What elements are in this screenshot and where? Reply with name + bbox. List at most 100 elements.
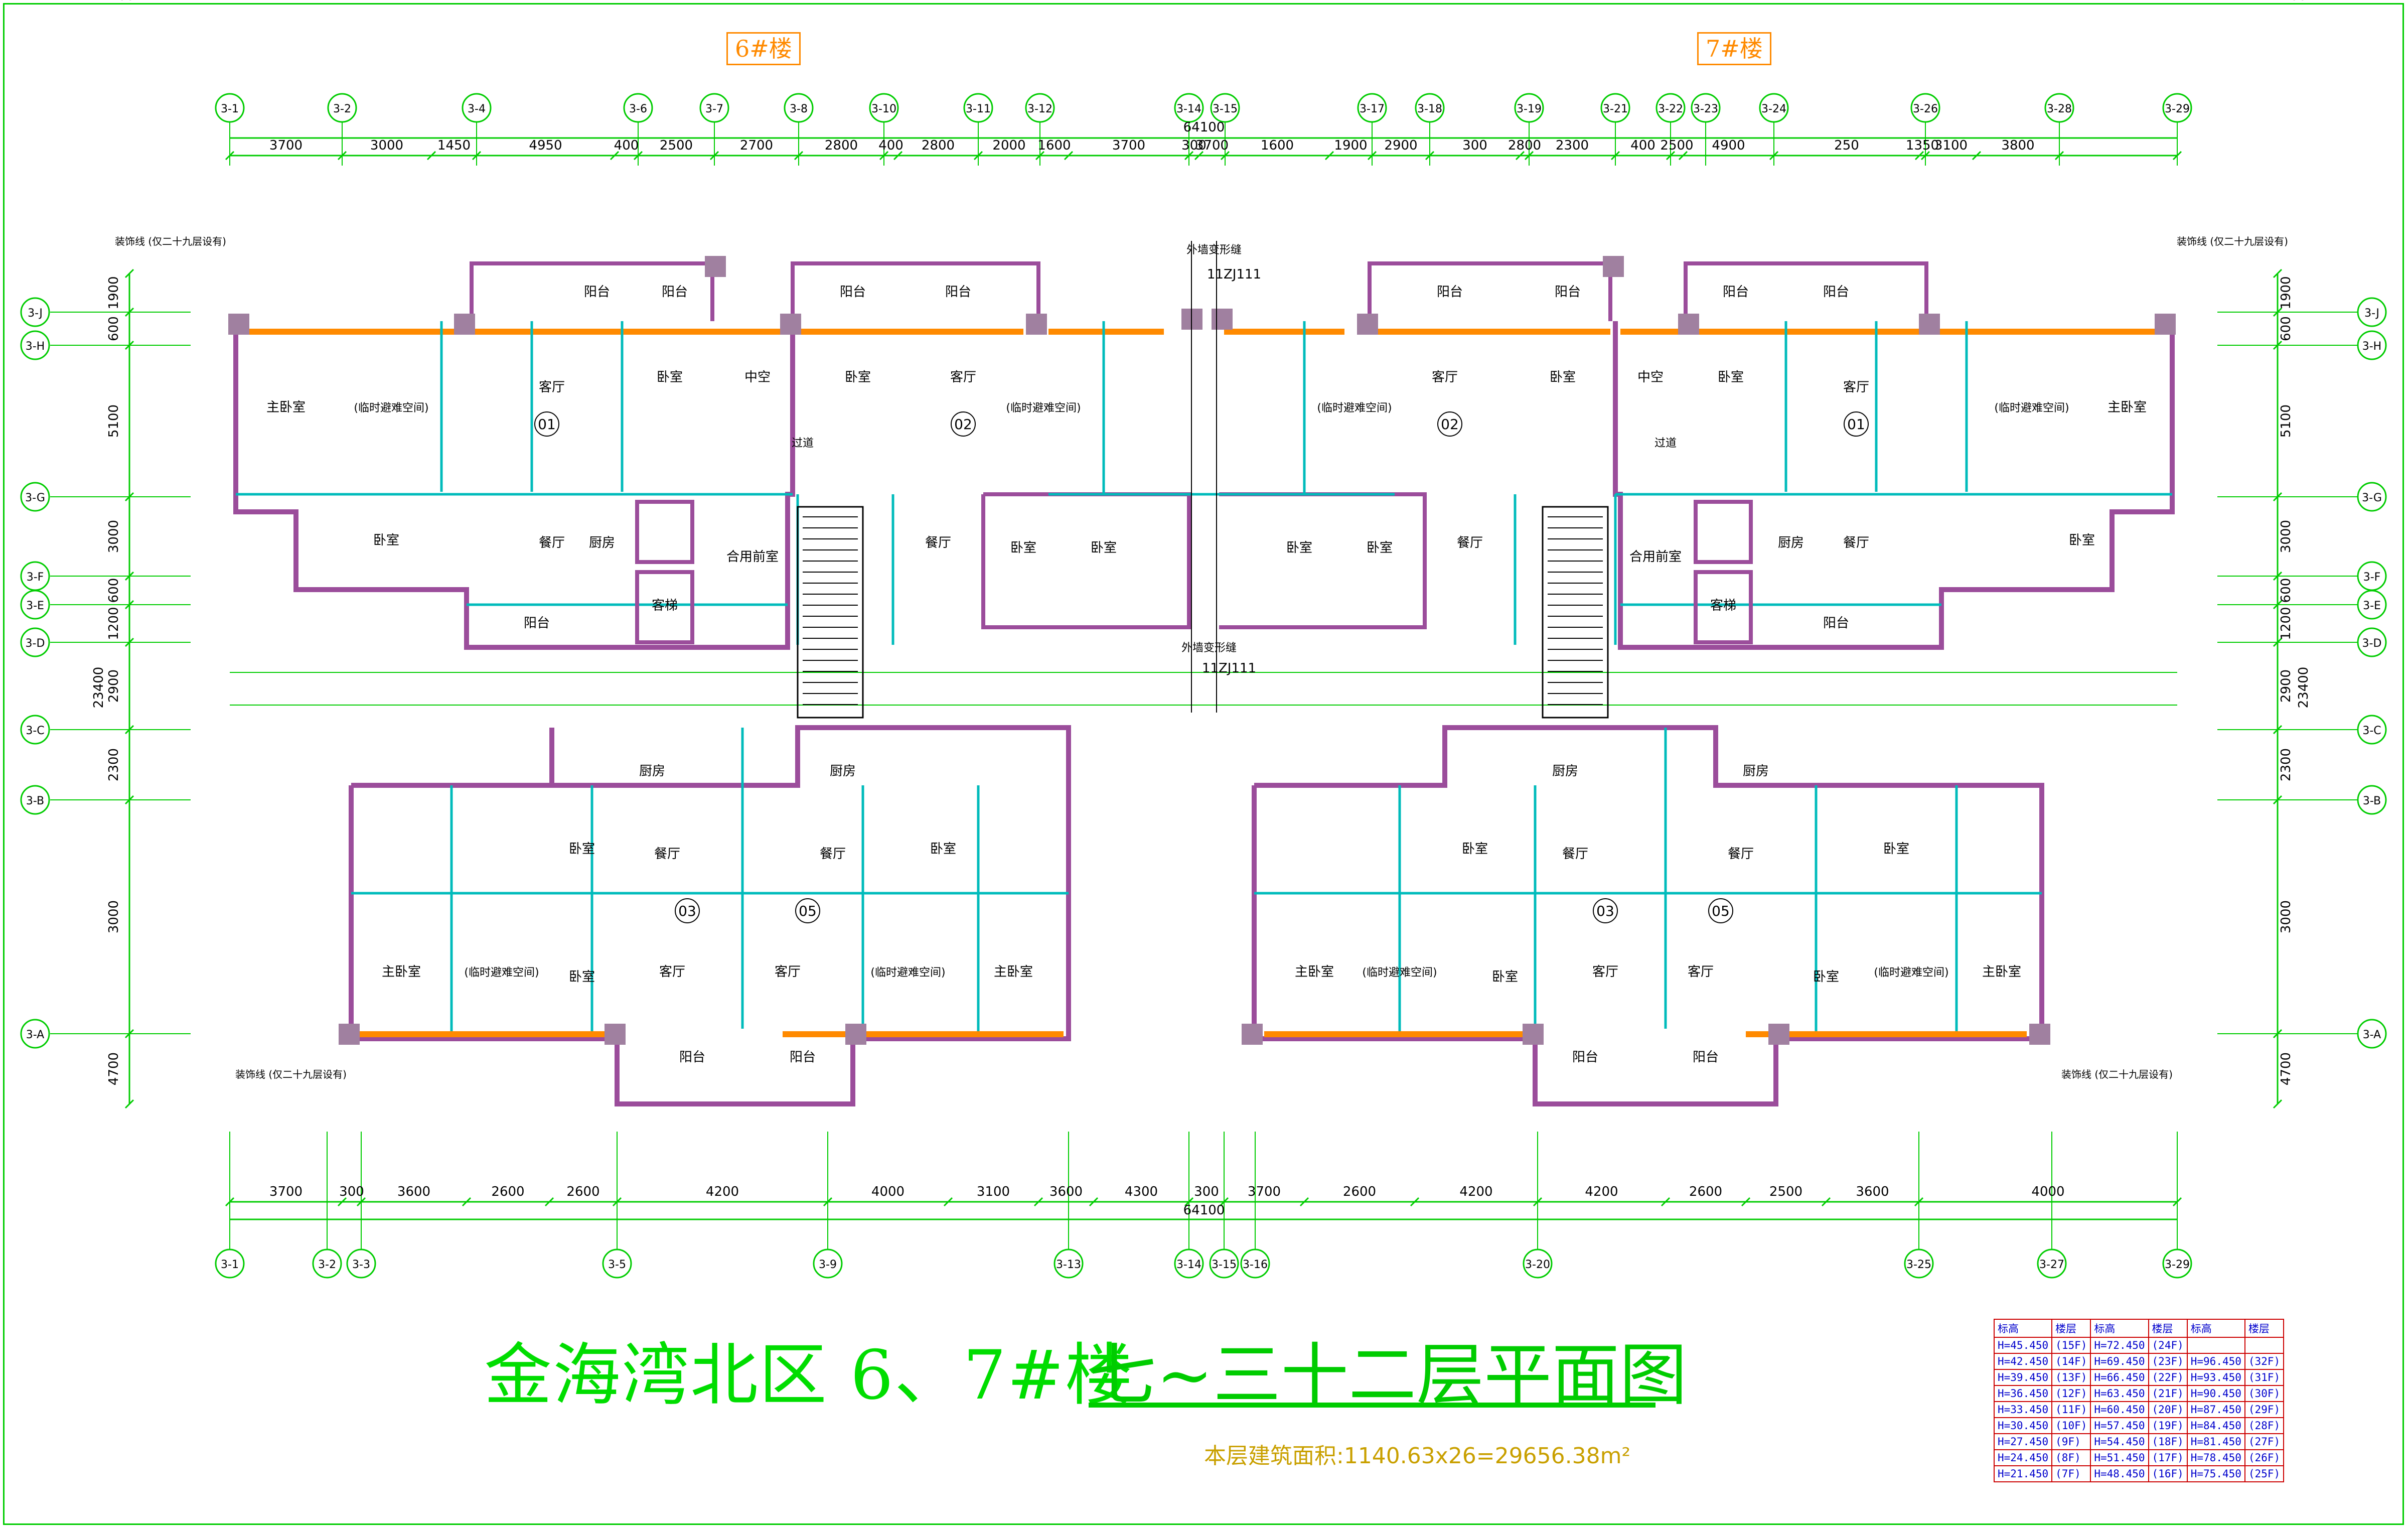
room-label: 阳台 bbox=[679, 1050, 705, 1065]
dim-tick bbox=[2273, 725, 2283, 735]
axis-label: 3-10 bbox=[871, 103, 896, 115]
room-label: 合用前室 bbox=[1629, 549, 1682, 565]
dim-tick bbox=[2273, 340, 2283, 350]
dim-tick bbox=[2172, 151, 2182, 161]
dim-tick bbox=[124, 492, 134, 502]
room-label: 卧室 bbox=[845, 370, 871, 385]
dim-value: 2300 bbox=[1556, 138, 1589, 153]
unit-bubble bbox=[1844, 411, 1869, 437]
column bbox=[1026, 314, 1047, 335]
shelter-label: (临时避难空间) bbox=[1362, 966, 1437, 979]
axis-label: 3-26 bbox=[1913, 103, 1938, 115]
table-cell: H=69.450 bbox=[2090, 1353, 2149, 1370]
dim-tick bbox=[2273, 795, 2283, 805]
dim-tick bbox=[124, 268, 134, 279]
dim-value: 1600 bbox=[1037, 138, 1071, 153]
unit-number: 03 bbox=[1596, 903, 1614, 919]
table-cell: H=36.450 bbox=[1993, 1385, 2053, 1402]
table-cell: (21F) bbox=[2148, 1385, 2188, 1402]
room-label: 厨房 bbox=[589, 535, 615, 550]
dim-value: 300 bbox=[1462, 138, 1487, 153]
title-underline bbox=[1089, 1403, 1656, 1408]
column bbox=[1768, 1024, 1789, 1045]
dim-tick bbox=[2273, 637, 2283, 647]
dim-tick bbox=[893, 151, 903, 161]
dim-value: 400 bbox=[614, 138, 639, 153]
dim-tick bbox=[2273, 307, 2283, 317]
corridor-label: 过道 bbox=[792, 437, 814, 450]
column bbox=[845, 1024, 866, 1045]
room-label: 客梯 bbox=[1710, 598, 1736, 613]
table-row: H=30.450(10F)H=57.450(19F)H=84.450(28F) bbox=[1993, 1417, 2285, 1434]
outline-unit01-left bbox=[233, 321, 795, 650]
room-label: 客厅 bbox=[775, 964, 801, 980]
wall-code: 11ZJ111 bbox=[1202, 661, 1256, 676]
room-label: 餐厅 bbox=[1457, 535, 1483, 550]
table-row: H=36.450(12F)H=63.450(21F)H=90.450(30F) bbox=[1993, 1385, 2285, 1402]
table-cell: (27F) bbox=[2244, 1433, 2285, 1450]
axis-label: 3-1 bbox=[221, 1259, 239, 1271]
table-cell: H=63.450 bbox=[2090, 1385, 2149, 1402]
dim-value: 3000 bbox=[2279, 900, 2294, 933]
table-cell: (20F) bbox=[2148, 1401, 2188, 1418]
table-cell: H=39.450 bbox=[1993, 1369, 2053, 1386]
dim-tick bbox=[2273, 571, 2283, 581]
axis-label: 3-E bbox=[26, 600, 44, 612]
room-label: 阳台 bbox=[1823, 616, 1849, 631]
window-strip bbox=[1224, 329, 1344, 335]
table-cell: 标高 bbox=[1993, 1319, 2053, 1338]
table-cell: (13F) bbox=[2051, 1369, 2091, 1386]
dim-tick bbox=[2273, 1029, 2283, 1039]
axis-label: 3-28 bbox=[2047, 103, 2072, 115]
room-label: 卧室 bbox=[1718, 370, 1744, 385]
column bbox=[1603, 256, 1624, 277]
dim-value: 1600 bbox=[1261, 138, 1294, 153]
axis-label: 3-14 bbox=[1176, 1259, 1201, 1271]
dim-value: 2900 bbox=[106, 669, 121, 703]
dim-value: 3100 bbox=[1934, 138, 1968, 153]
unit-bubble bbox=[1708, 898, 1733, 923]
drawing-title: 金海湾北区 6、7#楼 bbox=[484, 1336, 1134, 1415]
table-cell: H=87.450 bbox=[2186, 1401, 2245, 1418]
axis-label: 3-25 bbox=[1906, 1259, 1931, 1271]
dim-value: 250 bbox=[1834, 138, 1859, 153]
decor-note: 装饰线 (仅二十九层设有) bbox=[115, 235, 226, 247]
room-label: 卧室 bbox=[657, 370, 683, 385]
dim-tick bbox=[472, 151, 482, 161]
table-cell: H=45.450 bbox=[1993, 1337, 2053, 1354]
elevator-shaft bbox=[1694, 570, 1753, 644]
dim-tick bbox=[1184, 1197, 1194, 1207]
axis-label: 3-23 bbox=[1693, 103, 1718, 115]
room-label: 餐厅 bbox=[539, 535, 565, 550]
table-cell: H=90.450 bbox=[2186, 1385, 2245, 1402]
table-cell: H=93.450 bbox=[2186, 1369, 2245, 1386]
table-cell: (26F) bbox=[2244, 1449, 2285, 1466]
unit-number: 01 bbox=[538, 416, 556, 433]
axis-label: 3-15 bbox=[1212, 1259, 1237, 1271]
dim-tick bbox=[823, 1197, 833, 1207]
window-strip bbox=[246, 329, 788, 335]
dim-tick bbox=[973, 151, 983, 161]
room-label: 中空 bbox=[744, 370, 771, 385]
room-label: 餐厅 bbox=[1562, 847, 1588, 862]
axis-label: 3-B bbox=[26, 795, 44, 807]
table-cell: H=21.450 bbox=[1993, 1465, 2053, 1482]
dim-tick bbox=[794, 151, 804, 161]
table-cell: (15F) bbox=[2051, 1337, 2091, 1354]
dim-value: 600 bbox=[2279, 578, 2294, 603]
dim-value: 2600 bbox=[566, 1184, 599, 1199]
table-row: H=33.450(11F)H=60.450(20F)H=87.450(29F) bbox=[1993, 1401, 2285, 1418]
table-cell: (16F) bbox=[2148, 1465, 2188, 1482]
axis-label: 3-E bbox=[2363, 600, 2381, 612]
room-label: 厨房 bbox=[1743, 764, 1769, 779]
dim-value: 4950 bbox=[529, 138, 562, 153]
table-cell: 楼层 bbox=[2051, 1319, 2091, 1338]
table-cell: 楼层 bbox=[2244, 1319, 2285, 1338]
axis-label: 3-G bbox=[25, 492, 45, 504]
room-label: 阳台 bbox=[840, 285, 866, 300]
table-cell: (18F) bbox=[2148, 1433, 2188, 1450]
dim-tick bbox=[124, 637, 134, 647]
axis-label: 3-29 bbox=[2165, 103, 2190, 115]
dim-value: 2500 bbox=[660, 138, 693, 153]
